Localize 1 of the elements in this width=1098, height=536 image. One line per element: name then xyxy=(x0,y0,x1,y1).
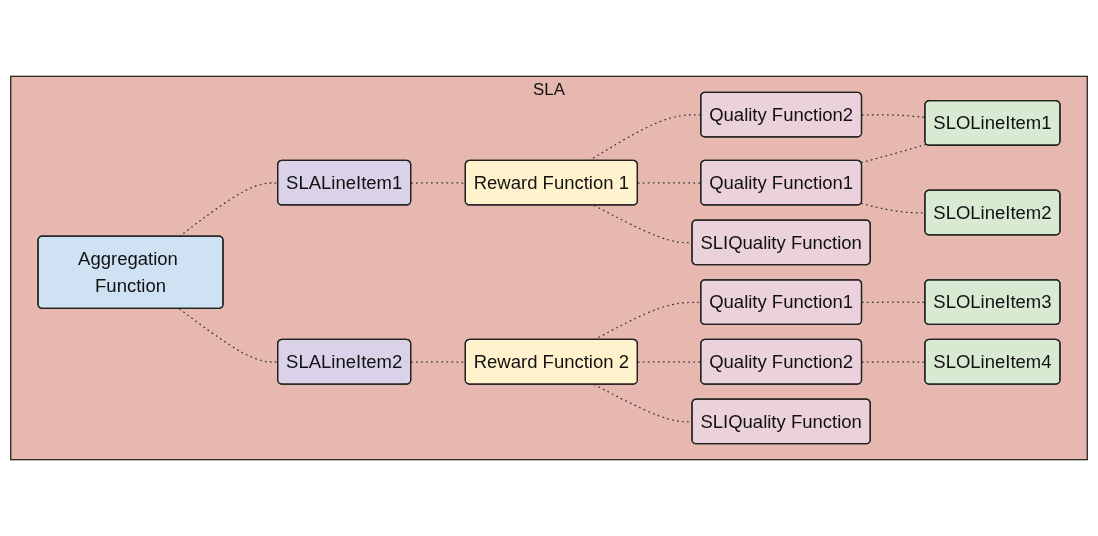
connector xyxy=(861,301,926,304)
